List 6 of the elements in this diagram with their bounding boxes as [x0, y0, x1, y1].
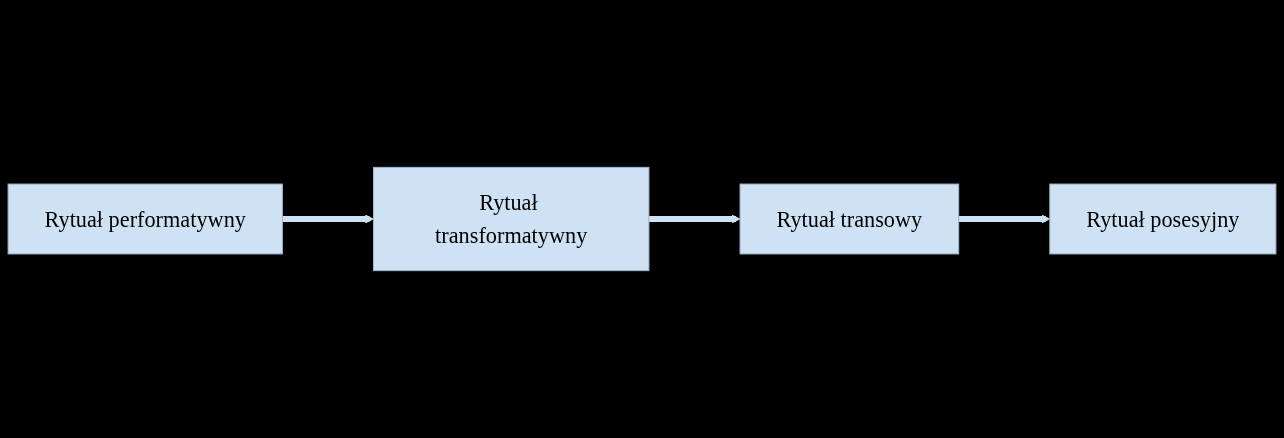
node-box: Rytuał transformatywny — [373, 166, 650, 272]
arrow — [282, 214, 374, 224]
node-box: Rytuał transowy — [739, 183, 960, 255]
node-box: Rytuał posesyjny — [1049, 183, 1277, 255]
arrow — [648, 214, 741, 224]
node-box: Rytuał performatywny — [7, 183, 283, 255]
